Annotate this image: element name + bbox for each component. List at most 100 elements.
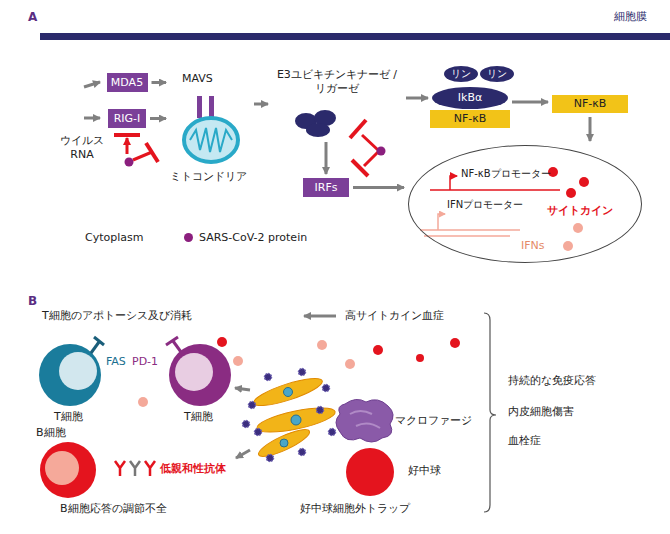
net-nucleus xyxy=(280,439,288,447)
gene-line xyxy=(424,235,510,237)
connector-arrow xyxy=(150,117,166,120)
text-label: 細胞膜 xyxy=(614,10,647,24)
virus xyxy=(255,429,262,436)
net-cell xyxy=(256,425,313,461)
node-text: MDA5 xyxy=(111,76,143,90)
nucleus: NF-κBプロモーターIFNプロモーターサイトカインIFNs xyxy=(408,145,642,263)
virus xyxy=(323,385,330,392)
arrow xyxy=(235,388,250,390)
e3-ligase xyxy=(306,123,330,137)
text-label: 高サイトカイン血症 xyxy=(345,309,444,323)
mavs-bar xyxy=(197,96,202,118)
cytokine xyxy=(579,177,589,187)
node-text: サイトカイン xyxy=(547,204,613,218)
nfkb-box: NF-κB xyxy=(552,95,628,113)
ifn xyxy=(233,356,243,366)
inhibition-bar xyxy=(350,120,366,138)
node-text: 好中球 xyxy=(408,464,441,478)
arrow xyxy=(84,82,100,87)
connector-arrow xyxy=(406,97,428,100)
node-text: ミトコンドリア xyxy=(170,170,247,184)
arrow xyxy=(84,117,100,120)
text-label: 血栓症 xyxy=(508,434,541,448)
macrophage xyxy=(336,399,393,442)
receptor-box: RIG-I xyxy=(108,109,146,128)
virus-group xyxy=(243,369,336,462)
text-label: 低親和性抗体 xyxy=(160,462,226,476)
text-label: 好中球細胞外トラップ xyxy=(300,502,410,516)
ikba-ellipse: IkBα xyxy=(432,87,508,109)
t-cell xyxy=(169,344,231,406)
virus xyxy=(265,374,272,381)
b-cell-node: B細胞 xyxy=(34,426,106,500)
viral-protein xyxy=(377,147,386,156)
cytokine xyxy=(217,337,227,347)
inhibition xyxy=(126,138,129,154)
net-nucleus xyxy=(284,388,293,397)
node-text: B細胞 xyxy=(36,426,66,440)
connector-arrow xyxy=(254,103,268,106)
mitochondrion-cristae xyxy=(190,128,232,152)
t-cell-node: T細胞 xyxy=(36,340,108,426)
macrophage-node: マクロファージ xyxy=(335,398,475,444)
connector-arrow xyxy=(512,101,548,104)
connector-arrow xyxy=(325,142,328,174)
virus xyxy=(299,449,306,456)
nfkb-box: NF-κB xyxy=(430,110,510,128)
neutrophil xyxy=(346,448,394,496)
ifn xyxy=(573,223,583,233)
text-label: PD-1 xyxy=(132,355,158,369)
ifn xyxy=(345,359,355,369)
legend-text: SARS-CoV-2 protein xyxy=(199,231,307,245)
mavs-bar xyxy=(209,96,214,118)
t-cell-node: T細胞 xyxy=(166,340,238,426)
t-cell-nucleus xyxy=(175,353,213,391)
phosphate-ellipse: リン xyxy=(480,66,514,82)
node-text: MAVS xyxy=(182,72,213,86)
pd1-receptor xyxy=(173,341,181,352)
virus xyxy=(243,421,250,428)
t-cell-nucleus xyxy=(59,352,97,390)
text-label: B xyxy=(28,294,37,309)
receptor-box: MDA5 xyxy=(107,73,148,92)
text-label: Cytoplasm xyxy=(85,231,143,245)
node-text: T細胞 xyxy=(54,410,83,424)
text-label: 持続的な免疫応答 xyxy=(508,374,596,388)
net-nucleus xyxy=(291,415,301,425)
mitochondrion xyxy=(184,118,238,162)
node-text: NF-κBプロモーター xyxy=(461,168,551,181)
brace xyxy=(484,313,496,512)
virus xyxy=(267,455,274,462)
irf-box: IRFs xyxy=(303,178,349,197)
fas-receptor xyxy=(91,342,99,353)
inhibition-bar xyxy=(114,133,140,137)
viral-protein xyxy=(125,158,134,167)
inhibition xyxy=(362,135,378,150)
node-text: IRFs xyxy=(315,181,338,195)
e3-ligase-node: E3ユビキチンキナーゼ /リガーゼ xyxy=(272,68,402,138)
inhibition xyxy=(133,152,152,160)
cytokine xyxy=(566,188,576,198)
text-label: B細胞応答の調節不全 xyxy=(60,502,167,516)
antibody xyxy=(130,461,140,476)
antibody xyxy=(115,461,125,476)
node-text: IkBα xyxy=(458,91,482,105)
connector-arrow xyxy=(353,186,404,189)
virus xyxy=(329,429,336,436)
connector-arrow xyxy=(152,81,167,84)
cytokine xyxy=(450,338,460,348)
node-text: IFNs xyxy=(521,239,545,253)
ifn xyxy=(317,340,327,350)
legend-swatch xyxy=(184,233,193,242)
arrow xyxy=(236,450,250,458)
connector-arrow xyxy=(589,117,592,141)
text-label: ウイルス RNA xyxy=(56,134,108,162)
inhibition xyxy=(364,152,378,166)
macrophage-texture xyxy=(350,411,380,428)
ifn xyxy=(563,241,573,251)
text-label: FAS xyxy=(106,355,126,369)
legend-row: SARS-CoV-2 protein xyxy=(184,231,307,245)
phosphate-ellipse: リン xyxy=(444,66,478,82)
mitochondrion-node: MAVS ミトコンドリア xyxy=(170,70,250,190)
node-text: リン xyxy=(487,68,507,81)
